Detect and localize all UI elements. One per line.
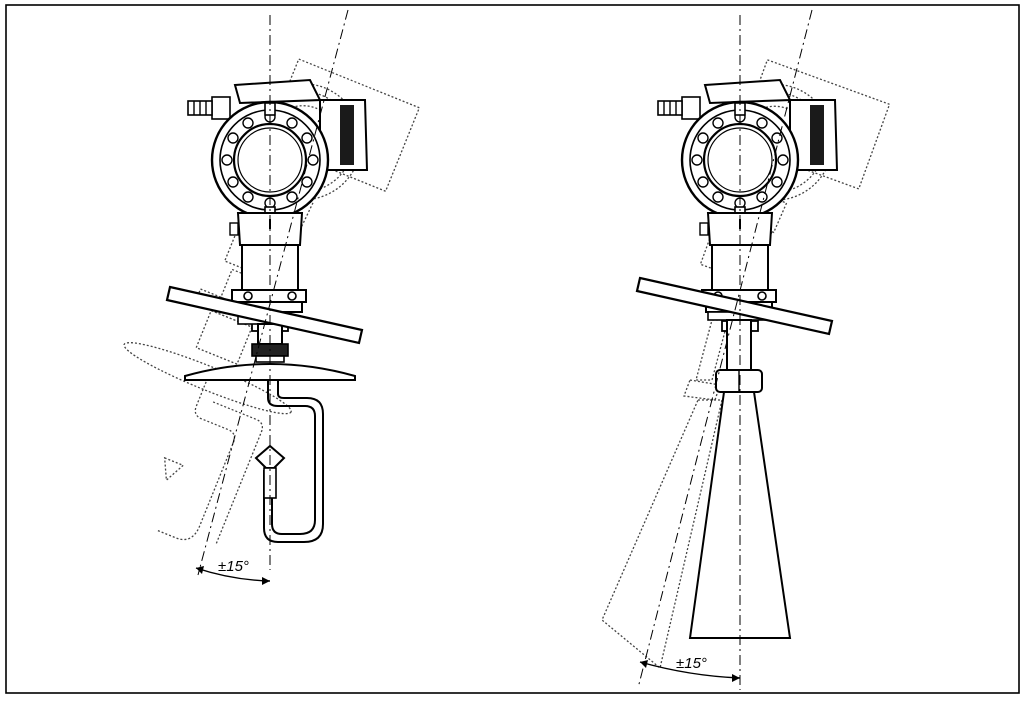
left-tilted-axis (197, 9, 349, 576)
right-device: ±15° (601, 9, 891, 690)
left-device: ±15° (123, 9, 420, 585)
left-mounting-plate (165, 285, 364, 345)
left-angle-label: ±15° (218, 558, 249, 575)
right-angle-label: ±15° (676, 655, 707, 672)
right-angle-arc (639, 661, 741, 679)
figure-border (5, 4, 1020, 694)
right-tilted-axis (637, 9, 813, 689)
right-mounting-plate (635, 276, 834, 336)
right-tilted-horn (601, 319, 729, 670)
